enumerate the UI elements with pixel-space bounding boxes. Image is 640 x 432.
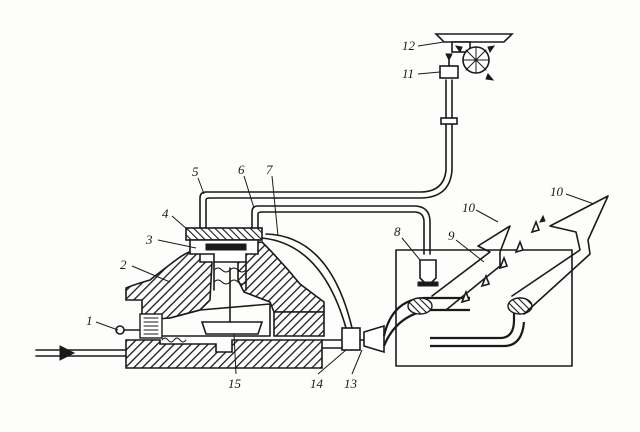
- inner-chamber: [159, 303, 271, 337]
- burner-ring-right: [507, 297, 533, 315]
- housing-upper-body: [125, 246, 213, 321]
- outlet-pipe: [321, 324, 385, 354]
- shutoff-valve[interactable]: [439, 65, 459, 79]
- flame-jets: [460, 214, 546, 304]
- callout-3: 3: [145, 232, 153, 247]
- callout-10-right: 10: [550, 184, 564, 199]
- callout-8: 8: [394, 224, 401, 239]
- coil-detail: [161, 337, 187, 343]
- sensor-base: [417, 281, 439, 287]
- callout-9: 9: [448, 228, 455, 243]
- inlet-arrow: [35, 345, 127, 361]
- upper-regulator: [434, 33, 514, 81]
- tee-fitting: [341, 327, 361, 351]
- housing-base-right: [273, 311, 325, 337]
- callout-1: 1: [86, 313, 93, 328]
- diaphragm-cover: [185, 227, 263, 241]
- valve-spring: [213, 261, 247, 291]
- channel-right: [511, 195, 609, 315]
- furnace-wall: [395, 249, 573, 367]
- callout-2: 2: [120, 257, 127, 272]
- valve-poppet: [200, 321, 264, 335]
- callout-7: 7: [266, 162, 273, 177]
- furnace-box: [382, 249, 573, 367]
- callout-10-left: 10: [462, 200, 476, 215]
- impulse-tubes: [199, 79, 458, 329]
- callout-14: 14: [310, 376, 324, 391]
- adjusting-screw[interactable]: [115, 313, 163, 339]
- callout-15: 15: [228, 376, 242, 391]
- callout-5: 5: [192, 164, 199, 179]
- callout-4: 4: [162, 206, 169, 221]
- burner-tube-right: [430, 302, 516, 340]
- mixer-nozzle: [363, 324, 385, 354]
- callout-6: 6: [238, 162, 245, 177]
- callout-labels: 1 2 3 4 5 6 7 8 9 10 10 11 12 13 14 15: [86, 38, 564, 391]
- housing-base: [125, 339, 323, 369]
- burner-ring-left: [407, 297, 433, 315]
- impulse-tube-5: [199, 119, 447, 229]
- callout-13: 13: [344, 376, 358, 391]
- leader-lines: [95, 41, 595, 375]
- callout-12: 12: [402, 38, 416, 53]
- dial-arrows: [462, 46, 490, 74]
- regulator-cap: [434, 33, 514, 43]
- regulator-housing: [115, 227, 325, 369]
- diaphragm-plate: [205, 243, 247, 251]
- flame-channels: [431, 195, 609, 315]
- callout-11: 11: [402, 66, 414, 81]
- flame-sensor: [419, 259, 437, 285]
- impulse-tube-6: [251, 205, 431, 255]
- tube-coupling: [440, 117, 458, 125]
- impulse-tube-7: [261, 237, 347, 329]
